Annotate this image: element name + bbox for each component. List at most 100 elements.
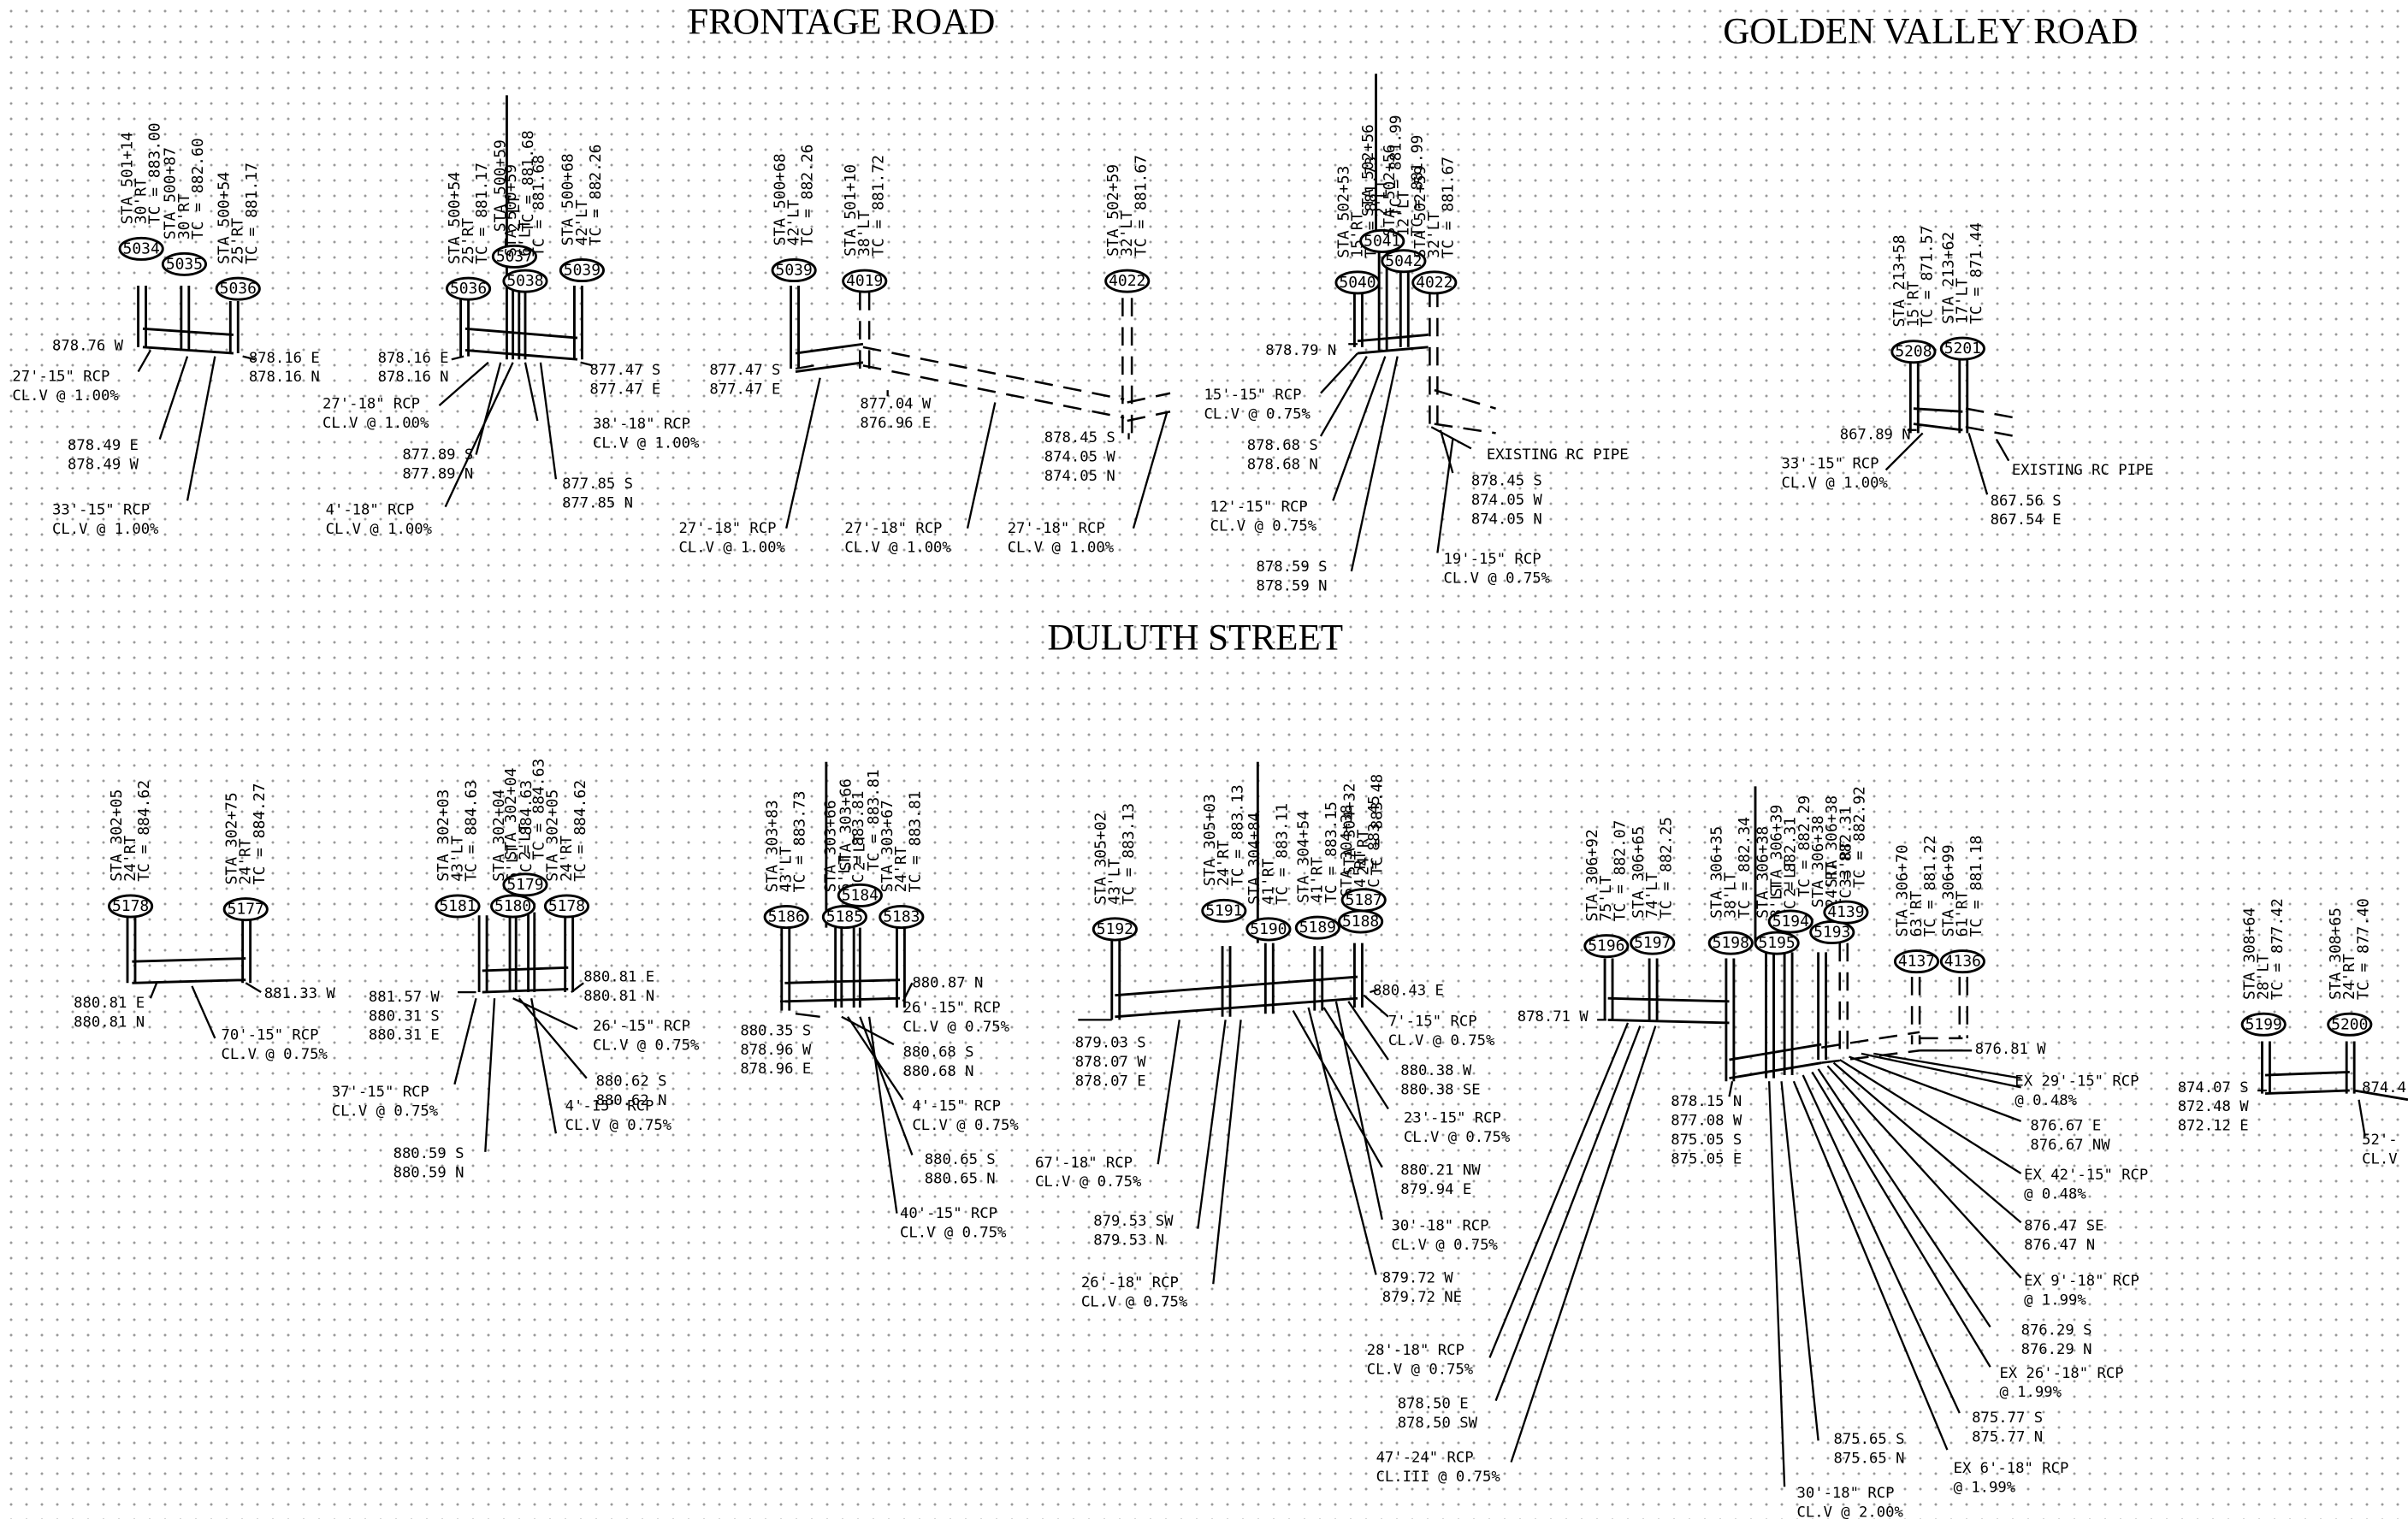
callout-line: 879.72 NE: [1382, 1289, 1462, 1306]
callout-line: CL.V @ 0.75%: [1367, 1361, 1474, 1378]
callout-line: 37'-15" RCP: [332, 1084, 429, 1101]
structure-id-label: 5036: [220, 280, 257, 298]
structure-station-label: STA 302+05: [108, 789, 126, 882]
structure-station-label: TC = 882.07: [1611, 820, 1629, 922]
callout-line: CL.V @ 1.00%: [844, 540, 951, 557]
structure-station-label: STA 302+05: [544, 789, 562, 882]
structure-id-ellipse: [1893, 949, 1940, 974]
structure-id-label: 5040: [1339, 274, 1376, 292]
structure-station-label: 43'LT: [778, 846, 796, 892]
structure-station-label: 6'LT: [836, 855, 854, 892]
structure-id-label: 5034: [123, 239, 160, 257]
callout-line: CL.V @ 0.75%: [1081, 1293, 1188, 1310]
structure-station-label: STA 308+65: [2327, 907, 2345, 1000]
structure-station-label: TC = 882.29: [1796, 795, 1813, 897]
structure-station-label: STA 502+53: [1334, 166, 1352, 258]
structure-id-ellipse: [118, 236, 164, 261]
callout-line: 877.04 W: [860, 396, 932, 413]
structure-station-label: STA 302+04: [490, 789, 508, 882]
structure-station-label: 75'LT: [1597, 875, 1615, 921]
structure-station-label: TC = 883.00: [146, 122, 164, 224]
structure-id-label: 5201: [1944, 340, 1981, 358]
structure-id-ellipse: [559, 258, 605, 283]
structure-id-label: 5196: [1588, 937, 1624, 955]
callout-line: 880.43 E: [1373, 983, 1444, 1000]
callout-line: 880.38 W: [1400, 1062, 1472, 1079]
structure-id-ellipse: [1104, 269, 1151, 293]
callout-line: 878.16 E: [378, 350, 449, 367]
structure-id-label: 5200: [2331, 1015, 2368, 1033]
callout-line: 880.81 E: [583, 968, 654, 985]
structure-station-label: TC = 881.17: [243, 163, 261, 264]
structure-station-label: TC = 881.72: [869, 155, 887, 257]
callout-line: 874.4: [2362, 1079, 2406, 1096]
structure-station-label: TC = 882.25: [1657, 817, 1675, 919]
callout-line: 27'-18" RCP: [1008, 520, 1105, 537]
elevation-callout: EX 42'-15" RCP@ 0.48%: [2024, 1167, 2148, 1203]
callout-line: 878.16 E: [249, 350, 320, 367]
callout-line: CL.V @ 1.00%: [12, 387, 119, 405]
elevation-callout: EX 26'-18" RCP@ 1.99%: [1999, 1365, 2123, 1401]
structure-station-label: STA 302+04: [502, 768, 520, 860]
structure-station-label: STA 502+59: [1411, 166, 1429, 258]
structure-station-label: STA 304+38: [1338, 805, 1356, 897]
callout-line: CL.V @ 0.75%: [912, 1117, 1019, 1134]
structure-id-ellipse: [1890, 340, 1937, 364]
callout-line: 26'-18" RCP: [1081, 1274, 1179, 1291]
callout-line: CL.III @ 0.75%: [1376, 1469, 1501, 1486]
structure-station-label: 2'LT: [506, 195, 524, 232]
structure-station-label: STA 502+56: [1359, 124, 1377, 216]
structure-station-label: 12'LT: [1394, 190, 1412, 236]
structure-station-label: TC = 881.68: [530, 155, 548, 257]
callout-line: 877.47 E: [709, 381, 780, 399]
structure-station-label: 24'RT: [892, 846, 910, 892]
structure-station-label: TC = 881.99: [1387, 115, 1405, 216]
structure-station-label: TC = 881.22: [1921, 836, 1939, 937]
callout-line: @ 1.99%: [2024, 1291, 2086, 1309]
structure-station-label: TC = 882.31: [1837, 806, 1855, 907]
structure-station-label: 38'LT: [855, 210, 873, 257]
structure-station-label: STA 306+99: [1940, 844, 1958, 937]
callout-line: 867.89 N: [1840, 427, 1911, 444]
leader-lines: [137, 343, 2366, 1487]
callout-line: 877.85 N: [562, 494, 633, 511]
elevation-callout: 878.71 W: [1518, 1008, 1589, 1025]
elevation-callout: 874.4: [2362, 1079, 2406, 1096]
callout-line: 4'-18" RCP: [326, 502, 415, 519]
callout-line: 881.57 W: [369, 989, 441, 1006]
callout-line: CL.V @ 0.75%: [332, 1103, 439, 1120]
elevation-callout: 878.76 W: [52, 337, 124, 354]
structure-station-label: TC = 883.81: [865, 769, 883, 871]
structure-id-label: 5038: [506, 272, 543, 290]
structure-id-label: 5039: [776, 262, 813, 280]
callout-line: 877.89 S: [402, 446, 473, 464]
structure-id-ellipse: [1754, 931, 1800, 955]
structure-id-label: 5185: [826, 908, 863, 926]
callout-line: 878.49 E: [68, 437, 139, 454]
structure-id-label: 5180: [494, 897, 531, 915]
callout-line: 867.54 E: [1991, 511, 2062, 529]
callout-line: CL.V @ 0.75%: [565, 1117, 672, 1134]
callout-line: 875.05 S: [1671, 1132, 1742, 1149]
structure-station-label: TC = 883.73: [791, 791, 809, 893]
